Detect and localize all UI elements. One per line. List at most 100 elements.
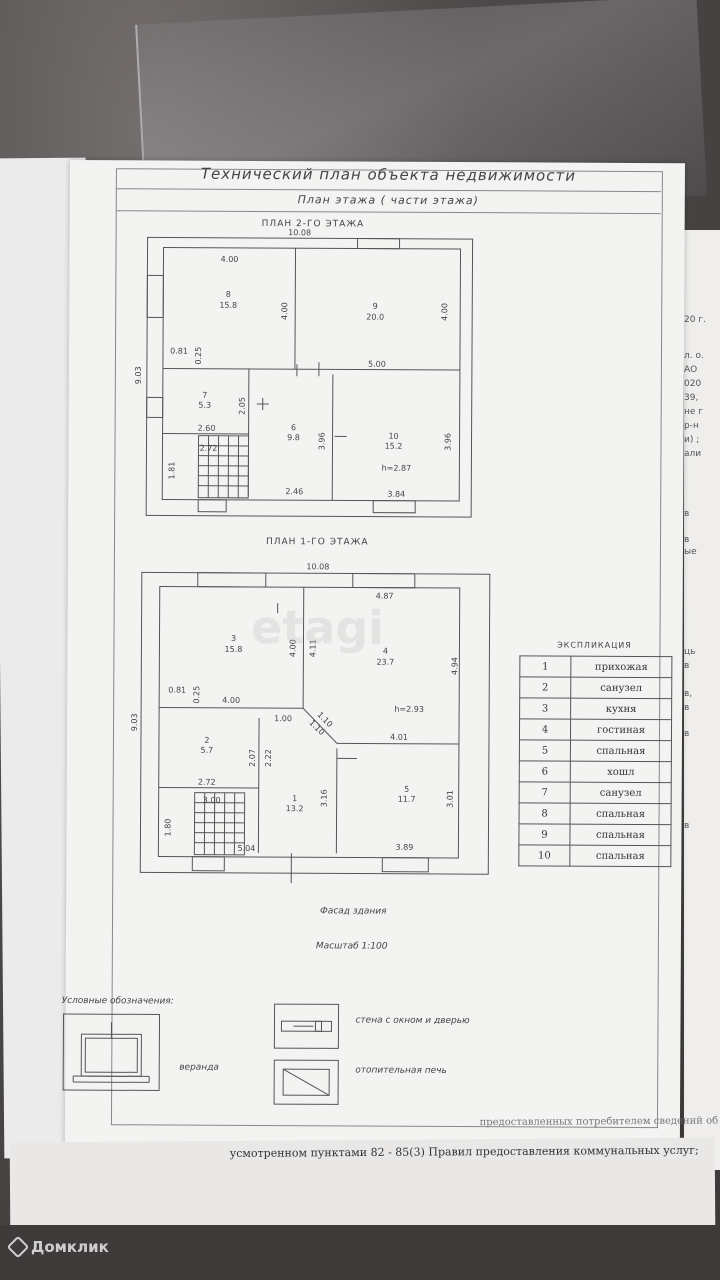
- fragment: в: [684, 661, 690, 671]
- technical-plan-page: Технический план объекта недвижимости Пл…: [61, 160, 685, 1164]
- dim: 1.80: [163, 819, 172, 837]
- room-number: 5: [404, 785, 409, 794]
- room-area: 15.8: [225, 645, 243, 654]
- room-area: 20.0: [366, 313, 384, 322]
- fragment: в: [684, 509, 690, 519]
- dim: 0.81: [170, 347, 188, 356]
- dim: 4.00: [221, 255, 239, 264]
- dim: 3.16: [320, 789, 329, 807]
- legend-title: Условные обозначения:: [61, 995, 174, 1007]
- legend-stove-label: отопительная печь: [355, 1065, 447, 1076]
- dim: 2.07: [248, 749, 257, 767]
- fragment: али: [684, 449, 702, 459]
- floor2-width: 10.08: [288, 228, 311, 237]
- dim: 5.00: [368, 360, 386, 369]
- room-area: 5.3: [198, 401, 211, 410]
- dim: 4.00: [440, 303, 449, 321]
- dim: 3.89: [395, 843, 413, 852]
- room-number: 3: [231, 634, 236, 643]
- room-area: 11.7: [398, 795, 416, 804]
- dim: 3.84: [387, 490, 405, 499]
- room-number: 4: [383, 647, 388, 656]
- dim: 2.60: [198, 424, 216, 433]
- room-area: 15.8: [219, 301, 237, 310]
- domclick-logo-icon: [6, 1235, 30, 1259]
- dim: 4.00: [288, 639, 297, 657]
- bottom-text-line1: предоставленных потребителем сведений об: [479, 1115, 719, 1129]
- fabric-strip: [0, 1225, 720, 1280]
- dim: 3.00: [203, 796, 221, 805]
- room-number: 10: [388, 432, 398, 441]
- fragment: не г: [684, 407, 704, 417]
- facade-label: Фасад здания: [320, 906, 387, 917]
- room-area: 9.8: [287, 433, 300, 442]
- floor1-width: 10.08: [306, 562, 329, 571]
- fragment: в: [684, 821, 690, 831]
- room-number: 2: [204, 736, 209, 745]
- floor2-plan: 10.08 9.03 4.00 4.00 4.00 0.81 0.25 5.00…: [134, 228, 474, 518]
- fragment: 20 г.: [684, 315, 706, 325]
- stove-symbol: [273, 1059, 339, 1105]
- room-number: 7: [202, 391, 207, 400]
- floor1-plan: 10.08 9.03 4.87 4.00 4.11 4.94 0.81 0.25…: [130, 562, 491, 884]
- brand-watermark: Домклик: [6, 1235, 109, 1259]
- dim: 0.81: [168, 686, 186, 695]
- bottom-sheet: предоставленных потребителем сведений об…: [9, 1116, 718, 1238]
- fragment: л. о.: [684, 351, 704, 361]
- dim: 1.00: [274, 714, 292, 723]
- dim: 4.87: [376, 592, 394, 601]
- room-area: 23.7: [376, 658, 394, 667]
- room-area: 5.7: [201, 746, 214, 755]
- room-number: 9: [373, 302, 378, 311]
- dim: 0.25: [192, 686, 201, 704]
- dim: 2.05: [238, 397, 247, 415]
- dim: 4.94: [450, 657, 459, 675]
- veranda-symbol: [62, 1013, 161, 1091]
- legend-veranda-label: веранда: [179, 1062, 219, 1073]
- fragment: 39,: [684, 393, 699, 403]
- floor2-height: h=2.87: [382, 464, 412, 473]
- watermark-text: etagi: [251, 600, 384, 655]
- bottom-text-line2: усмотренном пунктами 82 - 85(3) Правил п…: [229, 1143, 699, 1160]
- fragment: 020: [684, 379, 702, 389]
- dim: 2.46: [285, 487, 303, 496]
- dim: 3.01: [446, 790, 455, 808]
- fragment: ые: [684, 547, 697, 557]
- dim: 4.11: [308, 639, 317, 657]
- dim: 4.01: [390, 733, 408, 742]
- legend-wall-label: стена с окном и дверью: [355, 1015, 470, 1027]
- room-number: 8: [226, 290, 231, 299]
- dim: 1.81: [167, 462, 176, 480]
- wall-window-door-symbol: [273, 1003, 340, 1049]
- dim: 2.72: [200, 444, 218, 453]
- floor1-depth: 9.03: [130, 713, 139, 731]
- dim: 0.25: [194, 347, 203, 365]
- fragment: и) ;: [684, 435, 700, 445]
- fragment: в,: [684, 689, 693, 699]
- fragment: АО: [684, 365, 698, 375]
- floor2-depth: 9.03: [134, 366, 143, 384]
- dim: 3.96: [317, 432, 326, 450]
- explication-caption: ЭКСПЛИКАЦИЯ: [557, 640, 632, 650]
- fragment: в: [684, 729, 690, 739]
- dim: 2.22: [264, 749, 273, 767]
- dim: 3.96: [443, 433, 452, 451]
- room-area: 15.2: [385, 442, 403, 451]
- dim: 2.72: [198, 778, 216, 787]
- scale-label: Масштаб 1:100: [315, 941, 388, 952]
- floor1-label: ПЛАН 1-ГО ЭТАЖА: [265, 537, 369, 548]
- dim: 5.04: [237, 844, 255, 853]
- room-area: 13.2: [286, 804, 304, 813]
- dim: 4.00: [222, 696, 240, 705]
- room-number: 1: [292, 794, 297, 803]
